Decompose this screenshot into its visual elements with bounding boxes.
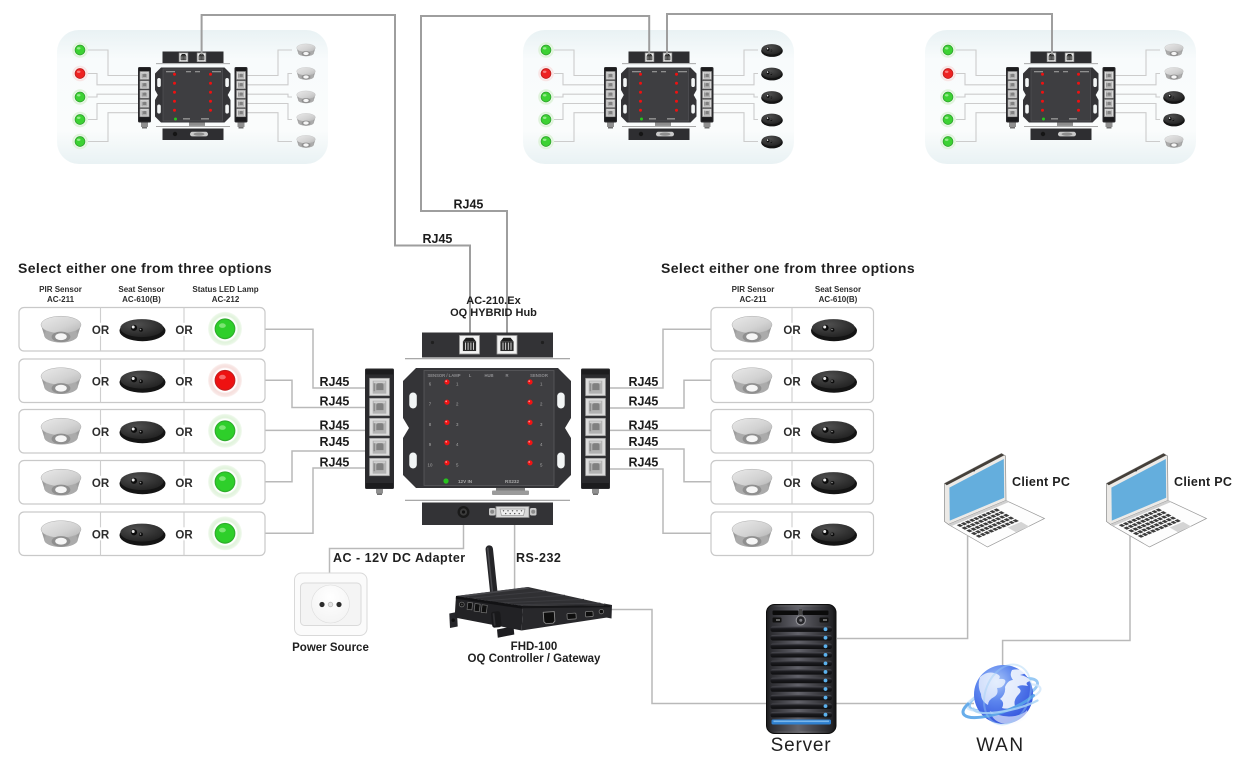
svg-text:RS232: RS232 xyxy=(505,479,519,484)
svg-text:12V IN: 12V IN xyxy=(458,479,473,484)
svg-text:OR: OR xyxy=(783,325,801,337)
svg-text:Client PC: Client PC xyxy=(1174,475,1232,489)
svg-text:OR: OR xyxy=(175,427,193,439)
svg-text:RJ45: RJ45 xyxy=(629,456,659,470)
svg-text:RJ45: RJ45 xyxy=(454,198,484,212)
svg-text:Client PC: Client PC xyxy=(1012,475,1070,489)
svg-text:5: 5 xyxy=(456,462,459,467)
svg-text:OR: OR xyxy=(783,529,801,541)
svg-text:OR: OR xyxy=(783,478,801,490)
svg-text:OR: OR xyxy=(175,529,193,541)
svg-text:RS-232: RS-232 xyxy=(516,551,561,565)
svg-text:OR: OR xyxy=(92,478,110,490)
svg-text:RJ45: RJ45 xyxy=(320,375,350,389)
svg-text:RJ45: RJ45 xyxy=(320,435,350,449)
svg-text:7: 7 xyxy=(429,402,432,407)
svg-text:10: 10 xyxy=(428,462,433,467)
svg-text:OR: OR xyxy=(92,325,110,337)
svg-text:RJ45: RJ45 xyxy=(320,456,350,470)
svg-text:OR: OR xyxy=(92,376,110,388)
svg-text:4: 4 xyxy=(456,442,459,447)
svg-text:1: 1 xyxy=(540,382,543,387)
svg-text:PIR Sensor: PIR Sensor xyxy=(39,285,82,294)
svg-text:AC-610(B): AC-610(B) xyxy=(819,295,858,304)
svg-text:RJ45: RJ45 xyxy=(320,419,350,433)
svg-text:2: 2 xyxy=(456,402,459,407)
svg-text:L: L xyxy=(469,373,472,378)
svg-text:3: 3 xyxy=(540,422,543,427)
svg-text:RJ45: RJ45 xyxy=(423,232,453,246)
svg-text:6: 6 xyxy=(429,382,432,387)
svg-text:Select either one from three o: Select either one from three options xyxy=(661,260,915,276)
svg-text:RJ45: RJ45 xyxy=(629,395,659,409)
svg-text:RJ45: RJ45 xyxy=(629,435,659,449)
svg-text:PIR Sensor: PIR Sensor xyxy=(732,285,775,294)
svg-text:OR: OR xyxy=(783,427,801,439)
svg-text:2: 2 xyxy=(540,402,543,407)
svg-text:3: 3 xyxy=(456,422,459,427)
svg-text:OQ Controller / Gateway: OQ Controller / Gateway xyxy=(468,653,602,665)
svg-text:Seat Sensor: Seat Sensor xyxy=(815,285,861,294)
svg-text:OR: OR xyxy=(175,478,193,490)
svg-text:AC-210.Ex: AC-210.Ex xyxy=(466,295,521,307)
svg-text:Power Source: Power Source xyxy=(292,642,369,654)
svg-text:AC-211: AC-211 xyxy=(739,295,767,304)
svg-text:RJ45: RJ45 xyxy=(629,375,659,389)
svg-text:AC-212: AC-212 xyxy=(212,295,240,304)
svg-text:8: 8 xyxy=(429,422,432,427)
svg-text:RJ45: RJ45 xyxy=(320,395,350,409)
svg-text:AC-610(B): AC-610(B) xyxy=(122,295,161,304)
svg-text:Server: Server xyxy=(771,735,832,756)
svg-text:R: R xyxy=(505,373,508,378)
svg-text:SENSOR: SENSOR xyxy=(530,373,548,378)
svg-text:RJ45: RJ45 xyxy=(629,419,659,433)
svg-text:Seat Sensor: Seat Sensor xyxy=(118,285,164,294)
svg-text:OR: OR xyxy=(175,376,193,388)
svg-text:OR: OR xyxy=(92,427,110,439)
svg-text:4: 4 xyxy=(540,442,543,447)
svg-text:1: 1 xyxy=(456,382,459,387)
svg-text:SENSOR / LAMP: SENSOR / LAMP xyxy=(427,373,460,378)
svg-text:5: 5 xyxy=(540,462,543,467)
svg-text:Status LED Lamp: Status LED Lamp xyxy=(192,285,258,294)
svg-text:OQ HYBRID Hub: OQ HYBRID Hub xyxy=(450,307,537,319)
svg-text:AC - 12V DC Adapter: AC - 12V DC Adapter xyxy=(333,551,466,565)
svg-text:9: 9 xyxy=(429,442,432,447)
svg-text:OR: OR xyxy=(92,529,110,541)
svg-text:FHD-100: FHD-100 xyxy=(511,641,558,653)
svg-text:Select either one from three o: Select either one from three options xyxy=(18,260,272,276)
svg-text:OR: OR xyxy=(783,376,801,388)
svg-text:OR: OR xyxy=(175,325,193,337)
svg-text:WAN: WAN xyxy=(976,735,1024,756)
svg-text:AC-211: AC-211 xyxy=(47,295,75,304)
svg-text:HUB: HUB xyxy=(484,373,493,378)
